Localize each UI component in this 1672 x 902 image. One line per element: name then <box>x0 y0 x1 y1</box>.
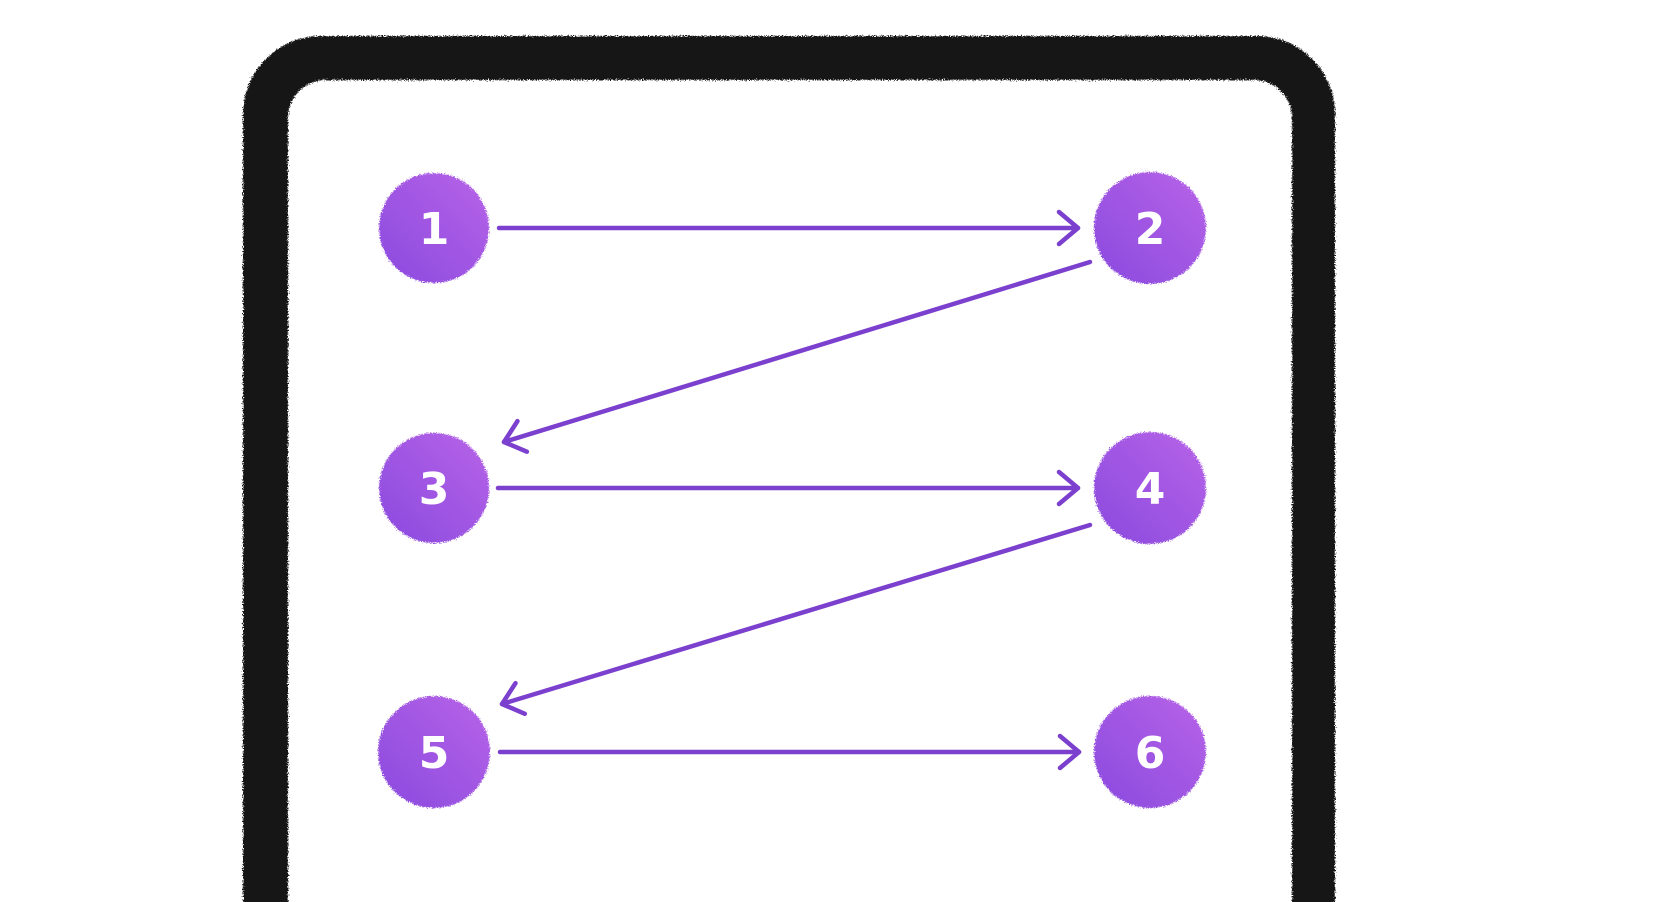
step-node-3-label: 3 <box>419 464 450 515</box>
step-node-1-label: 1 <box>419 204 450 255</box>
step-node-1-circle <box>379 173 489 283</box>
diagram-card <box>288 80 1292 902</box>
step-node-5-circle <box>378 696 490 808</box>
step-node-6-circle <box>1094 696 1206 808</box>
step-node-2-label: 2 <box>1135 204 1166 255</box>
step-node-6-label: 6 <box>1135 728 1166 779</box>
step-node-5-label: 5 <box>419 728 450 779</box>
step-node-2: 2 <box>1094 172 1206 284</box>
step-node-3-circle <box>379 433 489 543</box>
step-node-3: 3 <box>379 433 489 543</box>
arrow-4-to-5-icon <box>499 522 1093 717</box>
arrow-2-to-3-icon <box>501 259 1093 454</box>
step-node-4: 4 <box>1094 432 1206 544</box>
step-node-2-circle <box>1094 172 1206 284</box>
step-node-4-label: 4 <box>1135 464 1166 515</box>
step-node-5: 5 <box>378 696 490 808</box>
step-node-1: 1 <box>379 173 489 283</box>
step-node-6: 6 <box>1094 696 1206 808</box>
step-node-4-circle <box>1094 432 1206 544</box>
